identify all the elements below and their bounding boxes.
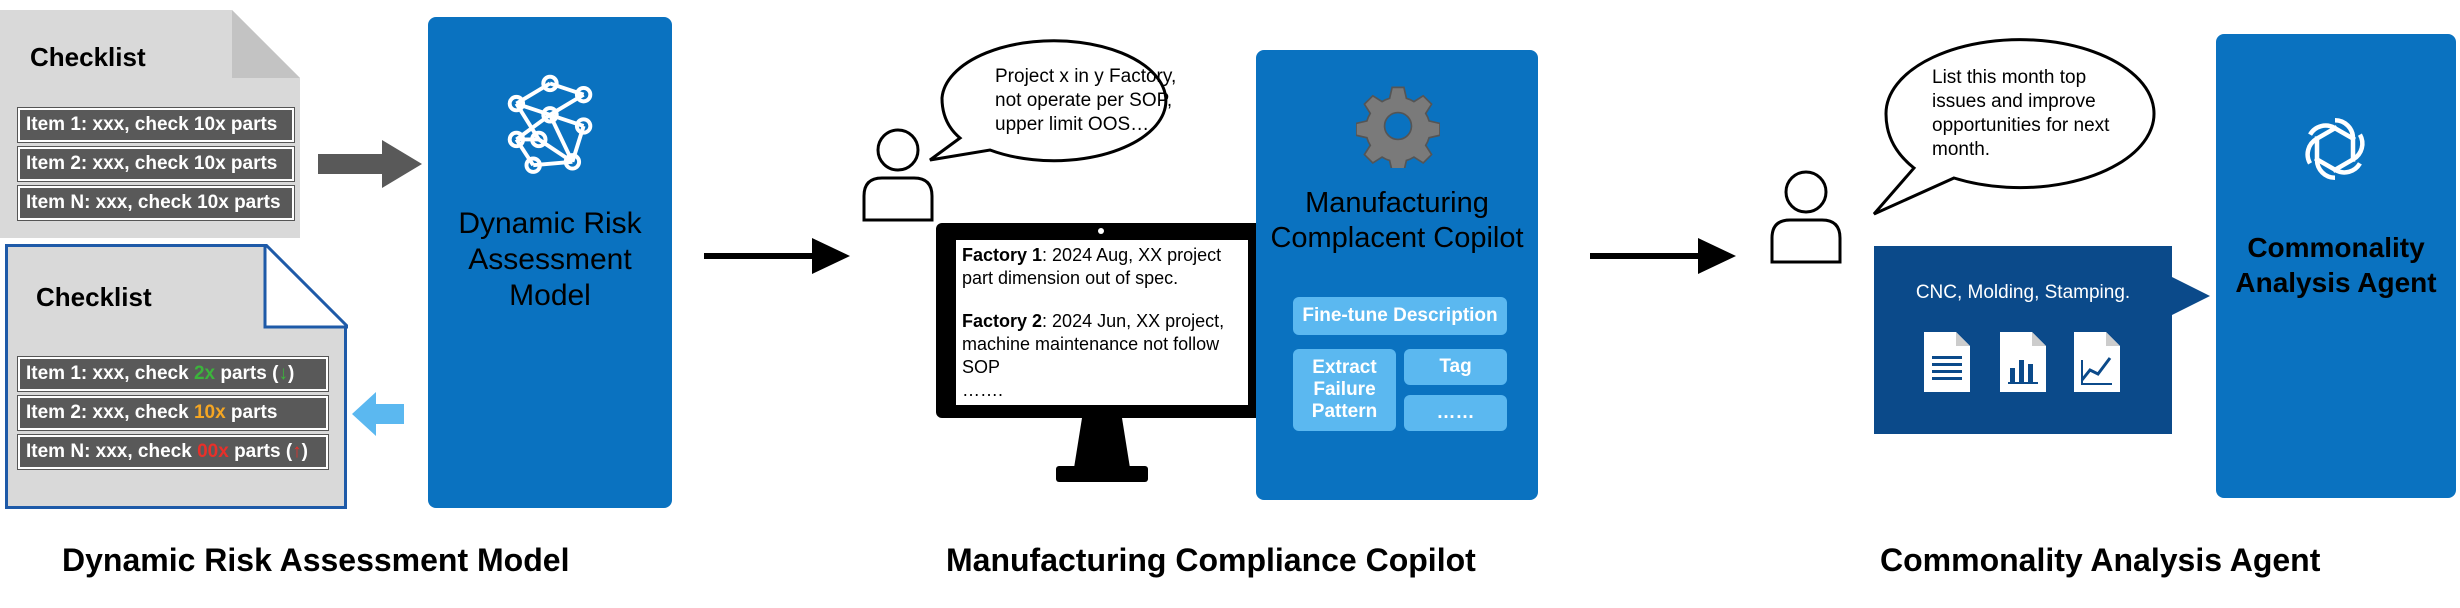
page-fold-outline xyxy=(263,244,348,329)
text-document-icon xyxy=(1924,332,1970,392)
speech-text: Project x in y Factory, not operate per … xyxy=(995,66,1177,135)
dynamic-risk-panel xyxy=(428,17,672,508)
agent-title: Commonality Analysis Agent xyxy=(2235,232,2437,298)
tag-pill: Tag xyxy=(1404,349,1507,385)
person-icon xyxy=(862,128,934,222)
openai-logo-icon xyxy=(2305,117,2365,181)
person-icon xyxy=(1770,170,1842,264)
speech-bubble xyxy=(929,39,1168,163)
agent-panel xyxy=(2216,34,2456,498)
section-label-commonality-agent: Commonality Analysis Agent xyxy=(1880,542,2321,578)
section-label-compliance-copilot: Manufacturing Compliance Copilot xyxy=(946,542,1476,578)
checklist-item: Item 1: xxx, check 10x parts xyxy=(17,107,295,143)
more-pill: …… xyxy=(1404,395,1507,431)
speech-bubble xyxy=(1872,38,2156,216)
checklist-title-top: Checklist xyxy=(30,42,146,72)
gear-icon xyxy=(1356,86,1440,168)
checklist-title-bottom: Checklist xyxy=(36,282,152,312)
monitor-stand xyxy=(1056,418,1148,482)
fine-tune-pill: Fine-tune Description xyxy=(1293,297,1507,335)
checklist-item: Item N: xxx, check 10x parts xyxy=(17,185,295,221)
data-source-text: CNC, Molding, Stamping. xyxy=(1915,282,2131,303)
extract-failure-pill: Extract Failure Pattern xyxy=(1293,349,1396,431)
page-fold-corner xyxy=(232,10,300,78)
arrow-right-icon xyxy=(1590,238,1736,274)
neural-network-icon xyxy=(507,74,593,174)
section-label-dynamic-risk: Dynamic Risk Assessment Model xyxy=(62,542,570,578)
monitor-screen-content: Factory 1: 2024 Aug, XX project part dim… xyxy=(956,240,1248,405)
camera-dot xyxy=(1098,228,1104,234)
dynamic-risk-title: Dynamic Risk Assessment Model xyxy=(458,207,642,312)
checklist-item: Item 1: xxx, check 2x parts (↓) xyxy=(17,356,329,392)
arrow-right-icon xyxy=(318,140,422,188)
speech-text: List this month top issues and improve o… xyxy=(1932,67,2110,160)
line-chart-document-icon xyxy=(2074,332,2120,392)
arrow-left-icon xyxy=(352,392,404,436)
bar-chart-document-icon xyxy=(2000,332,2046,392)
checklist-item: Item 2: xxx, check 10x parts xyxy=(17,395,329,431)
pointer-triangle xyxy=(2170,276,2210,316)
arrow-right-icon xyxy=(704,238,850,274)
checklist-item: Item 2: xxx, check 10x parts xyxy=(17,146,295,182)
copilot-title: Manufacturing Complacent Copilot xyxy=(1270,187,1524,254)
checklist-item: Item N: xxx, check 00x parts (↑) xyxy=(17,434,329,470)
